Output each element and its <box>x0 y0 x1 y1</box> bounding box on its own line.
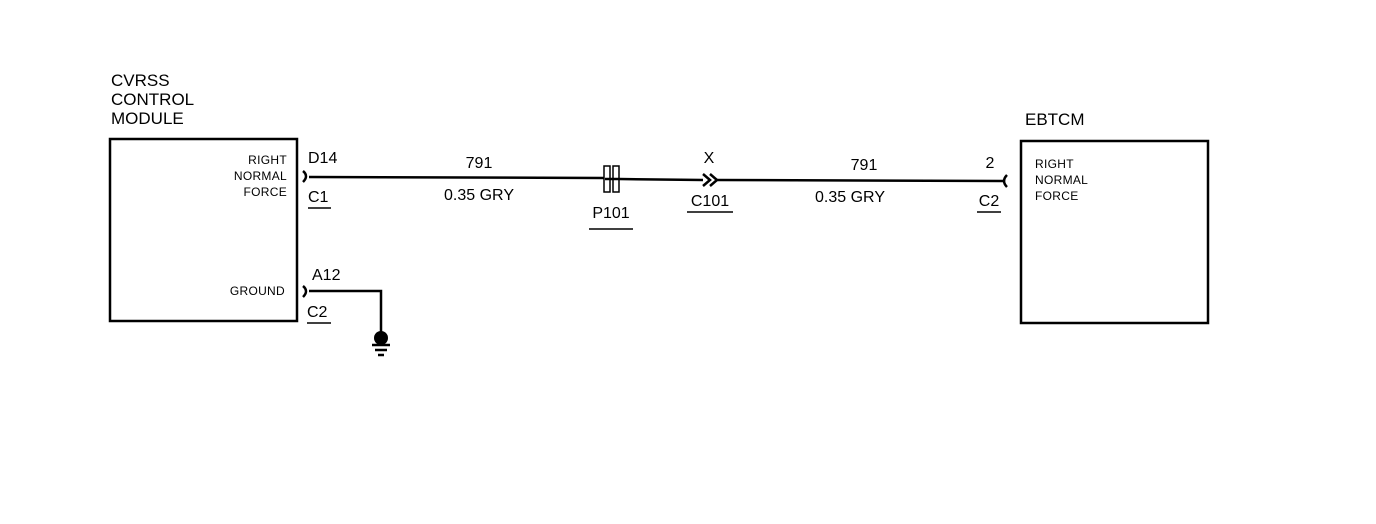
left-signal-pin-label: D14 <box>308 150 337 167</box>
left-ground-pin-label: A12 <box>312 267 341 284</box>
module-right-pin-label-line-2: NORMAL <box>1035 173 1088 187</box>
left-ground-conn-label: C2 <box>307 304 328 321</box>
cvrss-control-module: CVRSS CONTROL MODULE RIGHT NORMAL FORCE … <box>108 71 299 323</box>
module-left-title-line-1: CVRSS <box>111 71 170 90</box>
ground-circuit: A12 C2 <box>302 267 390 357</box>
module-left-pin-label-line-2: NORMAL <box>234 169 287 183</box>
module-left-title-line-3: MODULE <box>111 109 184 128</box>
female-terminal-icon <box>302 285 308 298</box>
inline-chevron-1-icon <box>702 173 712 187</box>
right-connector: 2 C2 <box>977 155 1008 213</box>
female-terminal-icon <box>1002 174 1008 188</box>
right-wire-line <box>716 178 1004 183</box>
splice-label: P101 <box>592 205 629 222</box>
ground-wire-line <box>309 289 383 333</box>
ebtcm-module: EBTCM RIGHT NORMAL FORCE <box>1019 110 1210 325</box>
left-signal-connector: D14 C1 <box>302 150 337 209</box>
module-right-title: EBTCM <box>1025 110 1085 129</box>
left-wire-spec: 0.35 GRY <box>444 187 514 204</box>
inline-conn-label: C101 <box>691 193 729 210</box>
module-right-pin-label-line-3: FORCE <box>1035 189 1079 203</box>
right-pin-label: 2 <box>986 155 995 172</box>
left-wire-circuit: 791 <box>466 155 493 172</box>
left-wire: 791 0.35 GRY <box>308 155 605 204</box>
module-left-box <box>108 137 299 323</box>
right-wire-spec: 0.35 GRY <box>815 189 885 206</box>
right-conn-label: C2 <box>979 193 1000 210</box>
right-wire-circuit: 791 <box>851 157 878 174</box>
module-left-ground-label: GROUND <box>230 284 285 298</box>
splice-p101: P101 <box>589 165 633 230</box>
middle-wire-line <box>618 177 704 182</box>
module-left-title-line-2: CONTROL <box>111 90 194 109</box>
inline-pin-label: X <box>704 150 715 167</box>
female-terminal-icon <box>302 170 308 183</box>
module-left-pin-label-line-1: RIGHT <box>248 153 287 167</box>
left-wire-line <box>308 175 605 180</box>
module-right-box <box>1019 139 1210 325</box>
module-right-pin-label-line-1: RIGHT <box>1035 157 1074 171</box>
module-left-pin-label-line-3: FORCE <box>244 185 288 199</box>
ground-splice-dot-icon <box>374 331 388 345</box>
left-signal-conn-label: C1 <box>308 189 329 206</box>
right-wire: 791 0.35 GRY <box>716 157 1004 206</box>
